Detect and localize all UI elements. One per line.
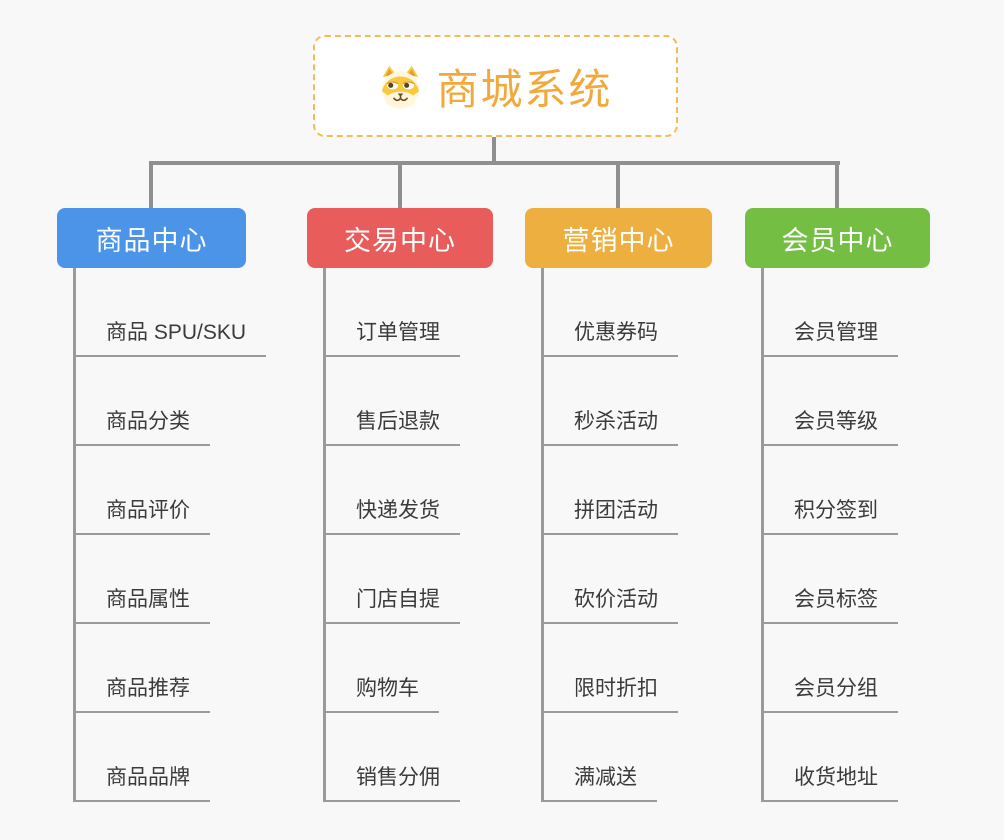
connector-drop-3 <box>616 161 620 210</box>
leaf-node[interactable]: 商品评价 <box>76 446 266 535</box>
leaf-label: 砍价活动 <box>544 583 678 624</box>
leaf-label: 满减送 <box>544 761 657 802</box>
connector-drop-2 <box>398 161 402 210</box>
leaf-label: 会员管理 <box>764 316 898 357</box>
leaf-label: 门店自提 <box>326 583 460 624</box>
connector-bus <box>149 161 840 165</box>
leaf-label: 优惠券码 <box>544 316 678 357</box>
branch-node[interactable]: 会员中心 <box>745 208 930 268</box>
leaf-node[interactable]: 会员分组 <box>764 624 930 713</box>
leaf-label: 销售分佣 <box>326 761 460 802</box>
leaf-label: 售后退款 <box>326 405 460 446</box>
branch-node[interactable]: 营销中心 <box>525 208 712 268</box>
leaf-label: 快递发货 <box>326 494 460 535</box>
branch-leaves: 订单管理 售后退款 快递发货 门店自提 购物车 销售分佣 <box>323 268 493 802</box>
leaf-node[interactable]: 购物车 <box>326 624 493 713</box>
root-node[interactable]: 商城系统 <box>313 35 678 137</box>
branch-leaves: 优惠券码 秒杀活动 拼团活动 砍价活动 限时折扣 满减送 <box>541 268 712 802</box>
leaf-node[interactable]: 订单管理 <box>326 268 493 357</box>
branch-marketing-center: 营销中心 优惠券码 秒杀活动 拼团活动 砍价活动 限时折扣 满减送 <box>525 208 712 802</box>
branch-label: 交易中心 <box>344 225 456 256</box>
leaf-label: 购物车 <box>326 672 439 713</box>
connector-drop-4 <box>835 161 839 210</box>
leaf-node[interactable]: 满减送 <box>544 713 712 802</box>
branch-label: 会员中心 <box>781 225 894 256</box>
branch-label: 营销中心 <box>562 225 675 256</box>
connector-drop-1 <box>149 161 153 210</box>
leaf-node[interactable]: 拼团活动 <box>544 446 712 535</box>
leaf-node[interactable]: 快递发货 <box>326 446 493 535</box>
branch-label: 商品中心 <box>95 225 208 256</box>
leaf-label: 商品推荐 <box>76 672 210 713</box>
leaf-node[interactable]: 售后退款 <box>326 357 493 446</box>
shiba-dog-icon <box>378 64 423 109</box>
leaf-node[interactable]: 商品品牌 <box>76 713 266 802</box>
leaf-node[interactable]: 会员等级 <box>764 357 930 446</box>
branch-node[interactable]: 交易中心 <box>307 208 493 268</box>
leaf-node[interactable]: 优惠券码 <box>544 268 712 357</box>
branch-leaves: 商品 SPU/SKU 商品分类 商品评价 商品属性 商品推荐 商品品牌 <box>73 268 267 802</box>
leaf-node[interactable]: 商品 SPU/SKU <box>76 268 267 357</box>
leaf-node[interactable]: 限时折扣 <box>544 624 712 713</box>
branch-member-center: 会员中心 会员管理 会员等级 积分签到 会员标签 会员分组 收货地址 <box>745 208 930 802</box>
leaf-label: 会员分组 <box>764 672 898 713</box>
connector-root-stem <box>492 136 496 163</box>
leaf-node[interactable]: 积分签到 <box>764 446 930 535</box>
leaf-node[interactable]: 会员标签 <box>764 535 930 624</box>
leaf-label: 商品评价 <box>76 494 210 535</box>
branch-leaves: 会员管理 会员等级 积分签到 会员标签 会员分组 收货地址 <box>761 268 930 802</box>
leaf-label: 收货地址 <box>764 761 898 802</box>
leaf-label: 会员标签 <box>764 583 898 624</box>
leaf-label: 秒杀活动 <box>544 405 678 446</box>
leaf-node[interactable]: 秒杀活动 <box>544 357 712 446</box>
leaf-node[interactable]: 商品分类 <box>76 357 266 446</box>
branch-trade-center: 交易中心 订单管理 售后退款 快递发货 门店自提 购物车 销售分佣 <box>307 208 493 802</box>
leaf-label: 商品 SPU/SKU <box>76 316 267 357</box>
leaf-node[interactable]: 商品推荐 <box>76 624 266 713</box>
leaf-label: 商品属性 <box>76 583 210 624</box>
leaf-node[interactable]: 商品属性 <box>76 535 266 624</box>
leaf-node[interactable]: 销售分佣 <box>326 713 493 802</box>
leaf-node[interactable]: 门店自提 <box>326 535 493 624</box>
leaf-label: 积分签到 <box>764 494 898 535</box>
leaf-label: 会员等级 <box>764 405 898 446</box>
leaf-label: 拼团活动 <box>544 494 678 535</box>
leaf-label: 商品品牌 <box>76 761 210 802</box>
leaf-label: 商品分类 <box>76 405 210 446</box>
root-title: 商城系统 <box>436 65 613 113</box>
leaf-node[interactable]: 收货地址 <box>764 713 930 802</box>
branch-product-center: 商品中心 商品 SPU/SKU 商品分类 商品评价 商品属性 商品推荐 商品品牌 <box>57 208 267 802</box>
leaf-label: 订单管理 <box>326 316 460 357</box>
leaf-label: 限时折扣 <box>544 672 678 713</box>
branch-node[interactable]: 商品中心 <box>57 208 246 268</box>
leaf-node[interactable]: 会员管理 <box>764 268 930 357</box>
leaf-node[interactable]: 砍价活动 <box>544 535 712 624</box>
